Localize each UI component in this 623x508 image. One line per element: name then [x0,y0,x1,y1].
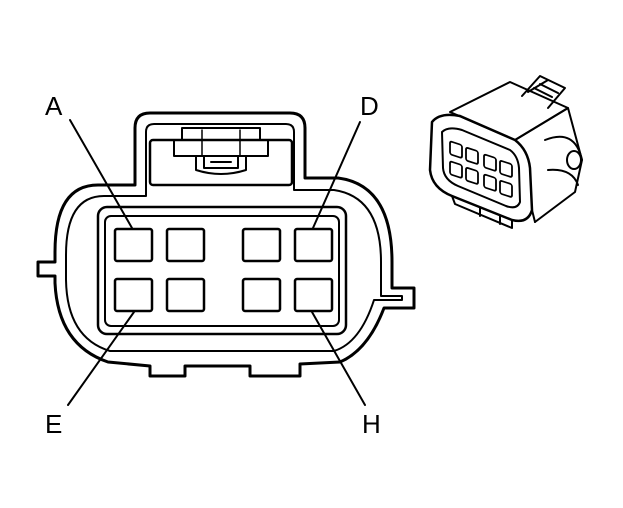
iso-rear-curve [544,135,583,186]
cavity-a [113,227,154,263]
latch-tab [181,127,261,175]
cavity-h [293,277,334,313]
latch-lock [203,155,239,169]
iso-body-side [514,107,583,223]
iso-latch [521,75,566,109]
cavity-g [241,277,282,313]
iso-cavity-6 [465,167,479,185]
cavity-frame-outer [96,205,348,336]
iso-face-inner [441,127,521,209]
leader-line-a [69,119,133,229]
cavity-c [241,227,282,263]
cavity-frame-inner [104,215,340,327]
iso-bottom-ribs [451,195,536,229]
iso-cavity-1 [449,140,463,159]
pin-label-h: H [362,409,381,439]
cavity-f [165,277,206,313]
iso-cavity-3 [483,153,497,172]
cavity-b [165,227,206,263]
connector-face-view-icon [36,111,416,406]
connector-isometric-icon [428,75,583,229]
cavity-d [293,227,334,263]
iso-cavity-5 [449,160,463,179]
iso-cavity-4 [499,160,513,178]
leader-line-e [67,311,135,406]
leader-line-d [312,121,361,229]
pin-label-a: A [45,91,63,121]
pin-label-d: D [360,91,379,121]
pin-label-e: E [45,409,62,439]
iso-cavity-7 [483,173,497,192]
leader-line-h [311,311,366,406]
cavity-e [113,277,154,313]
iso-cavity-2 [465,147,479,165]
housing-outer-outline [36,111,416,378]
iso-rear-bump [566,150,582,170]
housing-inner-outline [65,123,403,352]
latch-window [173,139,269,157]
iso-cavity-8 [499,180,513,198]
